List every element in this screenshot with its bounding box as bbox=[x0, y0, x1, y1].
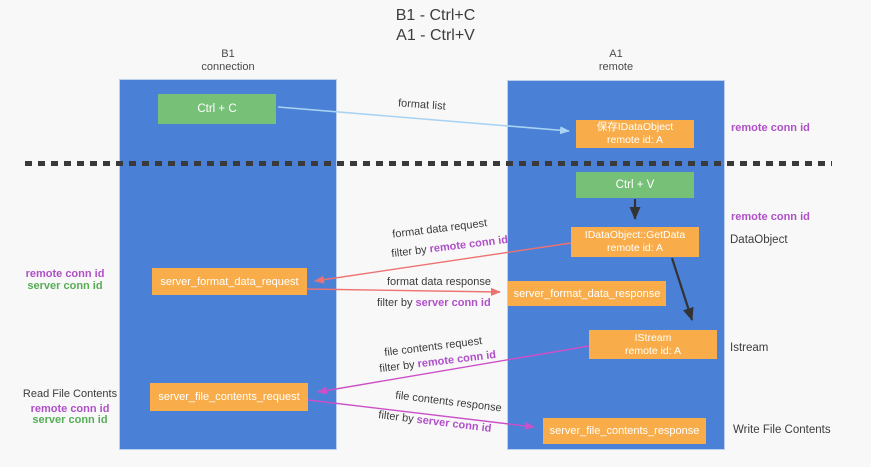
diagram-title: B1 - Ctrl+C A1 - Ctrl+V bbox=[0, 6, 871, 46]
title-line-2: A1 - Ctrl+V bbox=[396, 27, 475, 44]
lane-b1-role: connection bbox=[201, 61, 255, 73]
label-filter-by-server-1: filter by server conn id bbox=[377, 297, 491, 309]
lane-header-a1: A1 remote bbox=[507, 48, 725, 74]
title-line-1: B1 - Ctrl+C bbox=[395, 7, 476, 24]
separator-dashed-line bbox=[25, 161, 832, 166]
filter-by-prefix: filter by bbox=[377, 297, 416, 309]
label-remote-conn-id-left1: remote conn id bbox=[25, 268, 105, 280]
label-group-conn-ids-1: remote conn id server conn id bbox=[18, 268, 112, 292]
label-write-file-contents: Write File Contents bbox=[733, 424, 831, 436]
label-remote-conn-id-mid: remote conn id bbox=[731, 211, 810, 223]
node-server-format-data-request: server_format_data_request bbox=[152, 268, 307, 295]
filter-by-prefix: filter by bbox=[377, 409, 418, 426]
filter-by-prefix: filter by bbox=[390, 243, 431, 261]
node-server-file-contents-request: server_file_contents_request bbox=[150, 383, 308, 411]
node-ctrl-v: Ctrl + V bbox=[576, 172, 694, 198]
node-server-file-contents-request-label: server_file_contents_request bbox=[158, 391, 300, 403]
label-remote-conn-id-left2: remote conn id bbox=[30, 403, 110, 415]
label-remote-conn-id-top: remote conn id bbox=[731, 122, 810, 134]
node-getdata-line2: remote id: A bbox=[606, 242, 664, 254]
node-server-format-data-response-label: server_format_data_response bbox=[513, 287, 661, 300]
node-istream: IStream remote id: A bbox=[589, 330, 717, 359]
lane-a1-role: remote bbox=[598, 61, 634, 73]
node-server-format-data-response: server_format_data_response bbox=[508, 281, 666, 306]
node-ctrl-c-label: Ctrl + C bbox=[197, 103, 237, 115]
node-save-idataobject: 保存IDataObject remote id: A bbox=[576, 120, 694, 148]
label-format-list: format list bbox=[397, 97, 447, 113]
label-group-conn-ids-2: remote conn id server conn id bbox=[22, 404, 118, 426]
label-read-file-contents: Read File Contents bbox=[22, 388, 118, 400]
label-dataobject: DataObject bbox=[730, 234, 788, 246]
node-getdata-line1: IDataObject::GetData bbox=[584, 229, 686, 241]
node-server-file-contents-response: server_file_contents_response bbox=[543, 418, 706, 444]
filter-by-remote-conn-id: remote conn id bbox=[428, 233, 509, 256]
label-filter-by-server-2: filter by server conn id bbox=[378, 409, 492, 435]
node-save-idataobject-line2: remote id: A bbox=[606, 134, 664, 146]
node-istream-line2: remote id: A bbox=[624, 344, 682, 357]
filter-by-server-conn-id: server conn id bbox=[415, 297, 491, 309]
lane-a1-name: A1 bbox=[609, 48, 623, 60]
node-server-format-data-request-label: server_format_data_request bbox=[160, 275, 299, 288]
node-ctrl-c: Ctrl + C bbox=[158, 94, 276, 124]
lane-header-b1: B1 connection bbox=[119, 48, 337, 74]
node-save-idataobject-line1: 保存IDataObject bbox=[596, 121, 674, 133]
label-format-data-response: format data response bbox=[387, 276, 491, 288]
node-ctrl-v-label: Ctrl + V bbox=[615, 179, 655, 191]
node-server-file-contents-response-label: server_file_contents_response bbox=[549, 425, 700, 437]
lane-b1-name: B1 bbox=[221, 48, 235, 60]
filter-by-prefix: filter by bbox=[378, 358, 419, 376]
label-server-conn-id-left2: server conn id bbox=[32, 414, 108, 426]
label-istream: Istream bbox=[730, 342, 769, 354]
label-server-conn-id-left1: server conn id bbox=[27, 280, 103, 292]
node-idataobject-getdata: IDataObject::GetData remote id: A bbox=[571, 227, 699, 257]
node-istream-line1: IStream bbox=[634, 331, 672, 344]
filter-by-server-conn-id: server conn id bbox=[415, 413, 493, 435]
label-file-contents-response: file contents response bbox=[394, 389, 503, 415]
